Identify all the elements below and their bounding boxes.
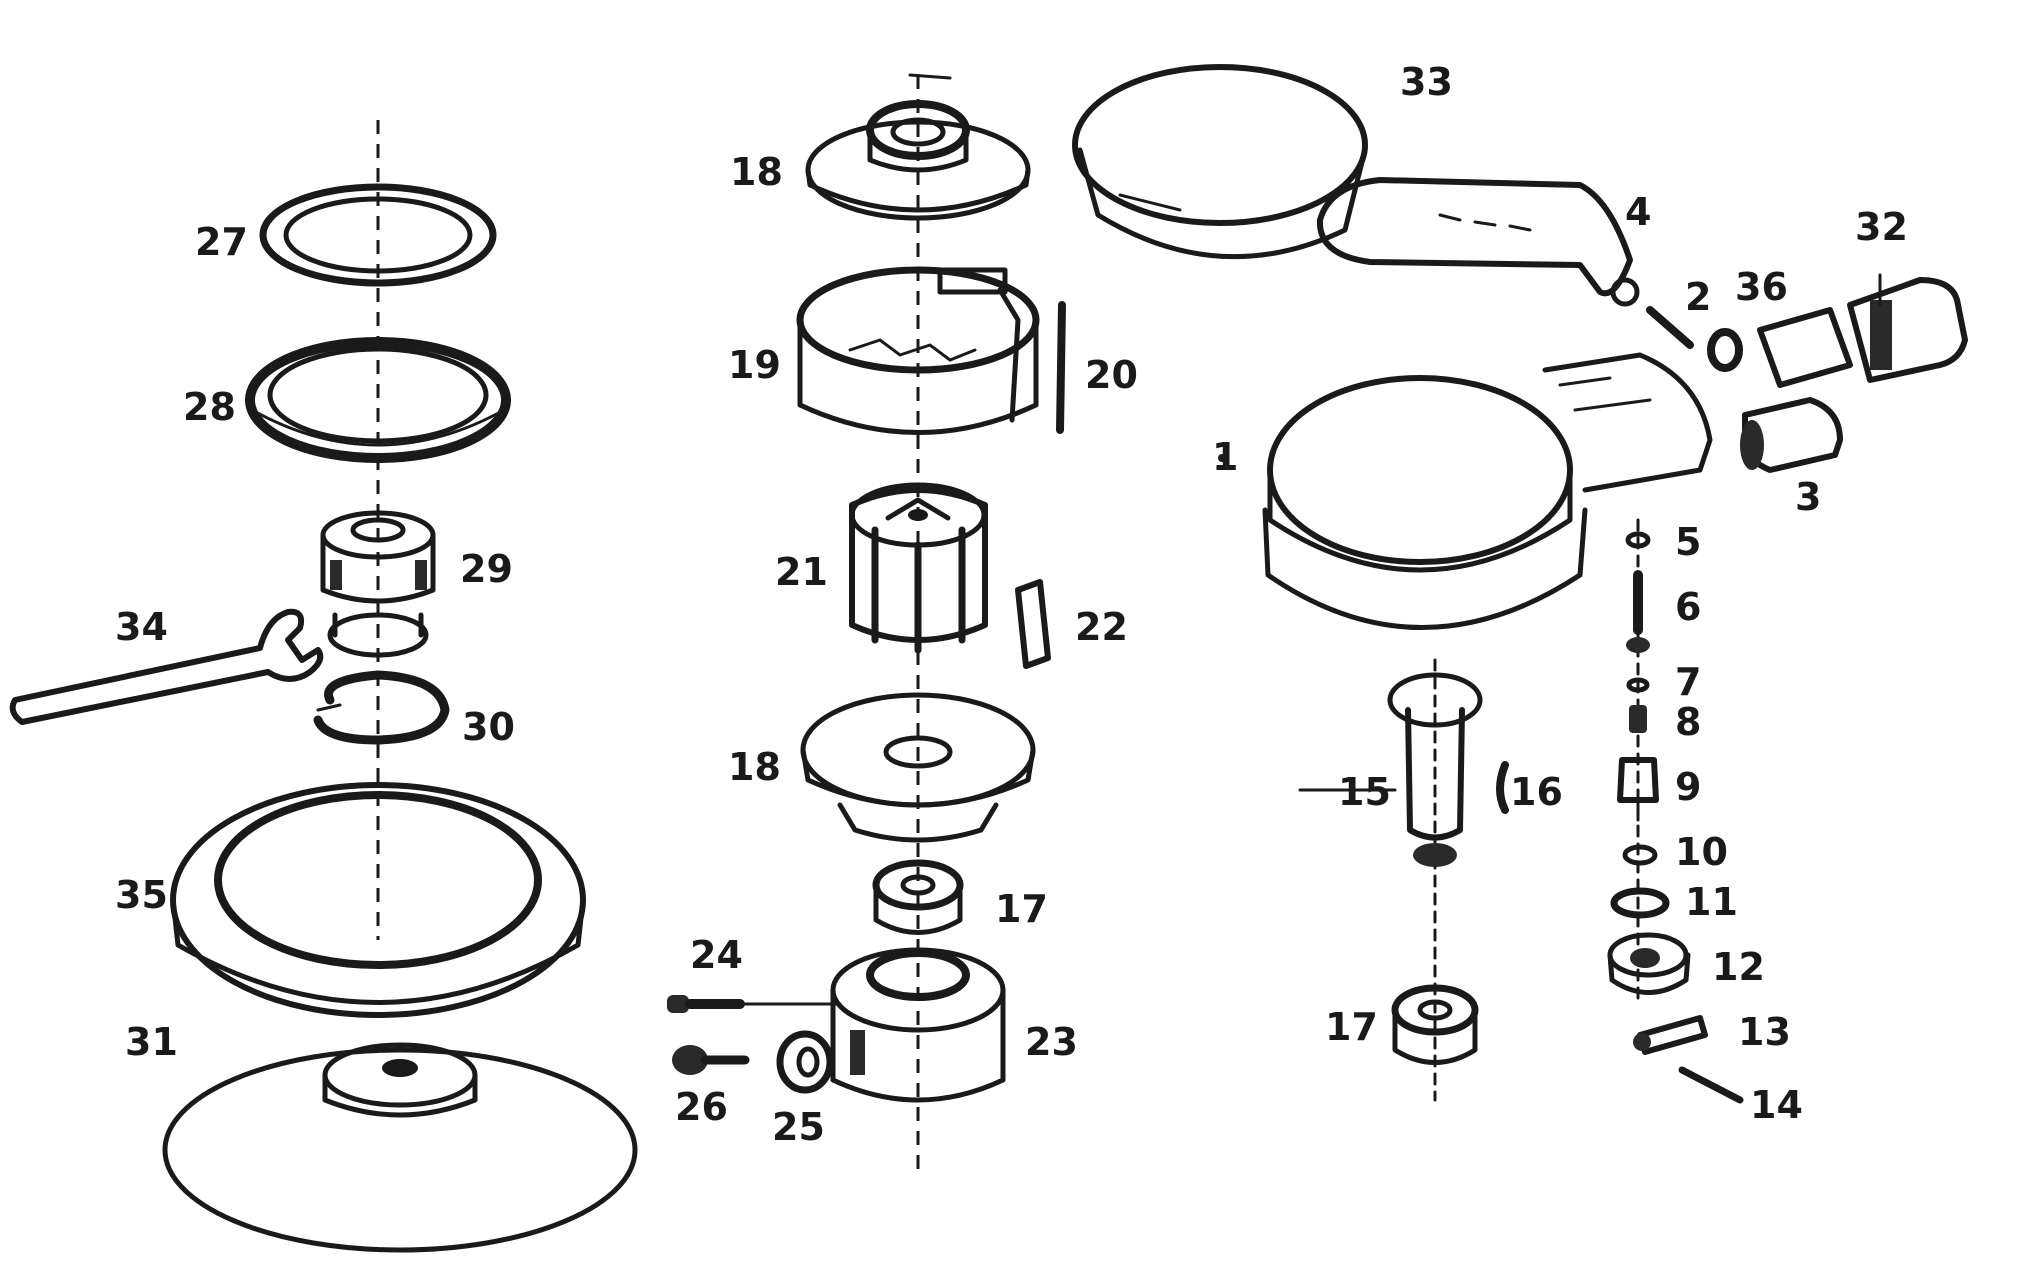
part-31-backing-pad: [162, 1042, 638, 1253]
part-17-right-bearing: [1391, 984, 1479, 1065]
callout-16: 16: [1510, 770, 1563, 814]
callout-25: 25: [772, 1105, 825, 1149]
callout-9: 9: [1675, 765, 1701, 809]
part-16-key: [1496, 761, 1509, 814]
callout-22: 22: [1075, 605, 1128, 649]
part-29-nut: [320, 510, 436, 658]
callout-12: 12: [1712, 945, 1765, 989]
part-27-flat-ring: [259, 183, 497, 287]
callout-18-top: 18: [730, 150, 783, 194]
callout-3: 3: [1795, 475, 1821, 519]
callout-34: 34: [115, 605, 168, 649]
callout-11: 11: [1685, 880, 1738, 924]
callout-15: 15: [1338, 770, 1391, 814]
part-26-bolt: [672, 1045, 750, 1075]
part-6-valve-stem: [1626, 570, 1650, 653]
callout-8: 8: [1675, 700, 1701, 744]
callout-1: 1: [1212, 435, 1238, 479]
part-2-lever-pin: [1646, 306, 1694, 349]
callout-24: 24: [690, 933, 743, 977]
callout-17-right: 17: [1325, 1005, 1378, 1049]
callout-14: 14: [1750, 1083, 1803, 1127]
callout-20: 20: [1085, 353, 1138, 397]
callout-17-middle: 17: [995, 887, 1048, 931]
callout-5: 5: [1675, 520, 1701, 564]
part-28-shroud-ring: [245, 337, 511, 463]
part-23-eccentric-housing: [830, 947, 1006, 1103]
part-32-inlet-fitting: [1757, 277, 1968, 388]
part-14-pin: [1678, 1066, 1744, 1104]
part-3-bushing: [1740, 397, 1843, 473]
part-25-washer: [776, 1030, 834, 1094]
part-24-screw: [667, 995, 842, 1013]
part-18-lower-end-plate: [800, 692, 1036, 843]
callout-35: 35: [115, 873, 168, 917]
part-35-shroud: [170, 782, 586, 1018]
part-8-spring: [1629, 705, 1647, 733]
leader-lines: [1298, 273, 1882, 792]
callout-2: 2: [1685, 275, 1711, 319]
callout-23: 23: [1025, 1020, 1078, 1064]
middle-column-axis: [908, 73, 952, 1170]
part-5-ring: [1625, 531, 1651, 549]
callout-36: 36: [1735, 265, 1788, 309]
callout-7: 7: [1675, 660, 1701, 704]
part-19-cylinder: [796, 266, 1040, 435]
part-1-main-housing: [1218, 352, 1713, 630]
part-20-pin: [1056, 301, 1066, 434]
callout-26: 26: [675, 1085, 728, 1129]
part-10-o-ring: [1622, 844, 1658, 866]
part-11-o-ring: [1610, 887, 1670, 919]
part-12-regulator: [1607, 932, 1691, 995]
callout-32: 32: [1855, 205, 1908, 249]
part-18-top-end-plate: [805, 100, 1031, 221]
callout-19: 19: [728, 343, 781, 387]
callout-31: 31: [125, 1020, 178, 1064]
callout-13: 13: [1738, 1010, 1791, 1054]
callout-6: 6: [1675, 585, 1701, 629]
part-9-valve-body: [1617, 757, 1659, 822]
callout-27: 27: [195, 220, 248, 264]
part-34-wrench: [9, 608, 324, 725]
callout-29: 29: [460, 547, 513, 591]
callout-4: 4: [1625, 190, 1651, 234]
part-30-retaining-clip: [313, 670, 450, 745]
part-15-spindle: [1387, 658, 1483, 1102]
part-13-plug: [1633, 1015, 1708, 1055]
part-21-rotor: [849, 482, 988, 654]
callout-28: 28: [183, 385, 236, 429]
callout-18-lower: 18: [728, 745, 781, 789]
part-22-vane: [1015, 579, 1051, 669]
part-36-o-ring: [1707, 328, 1743, 372]
callout-21: 21: [775, 550, 828, 594]
callout-33: 33: [1400, 60, 1453, 104]
callout-10: 10: [1675, 830, 1728, 874]
callout-30: 30: [462, 705, 515, 749]
part-7-seal: [1626, 677, 1650, 693]
part-17-middle-bearing: [872, 859, 964, 935]
callout-labels: 1 2 3 4 5 6 7 8 9 10 11 12 13 14 15 16 1…: [115, 60, 1908, 1149]
part-4-lever: [1316, 177, 1640, 307]
